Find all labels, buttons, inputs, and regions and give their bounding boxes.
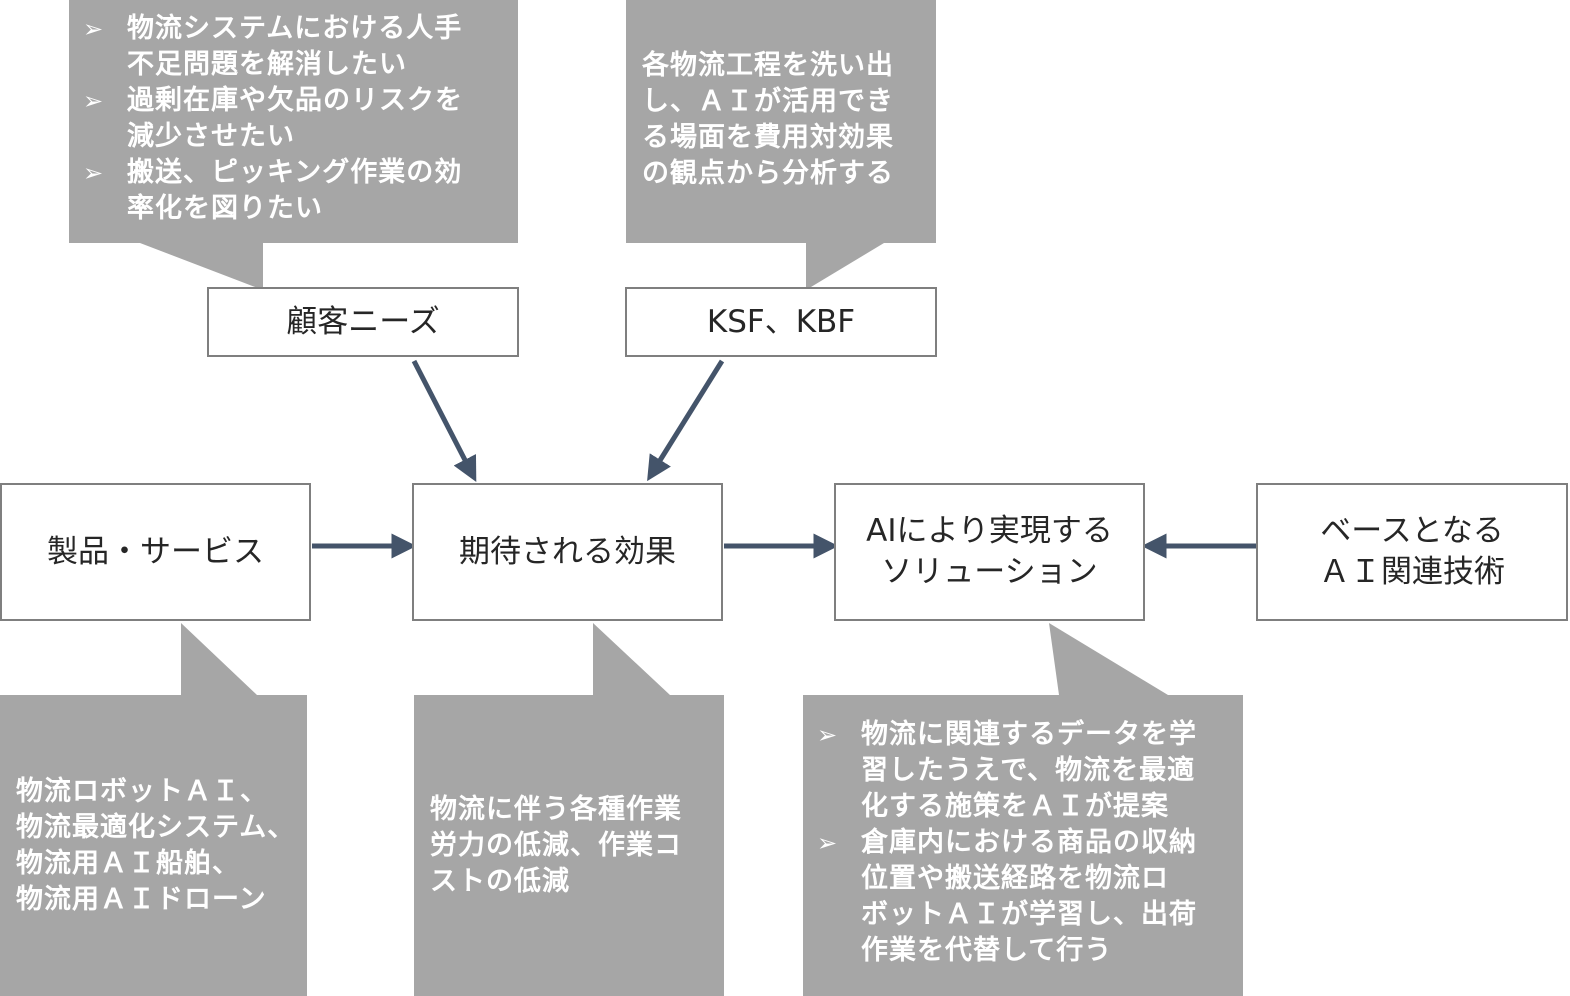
bullet-item: ➢ 搬送、ピッキング作業の効 率化を図りたい: [69, 155, 518, 227]
bullet-item: ➢ 過剰在庫や欠品のリスクを 減少させたい: [69, 83, 518, 155]
callout-shape-expected-effect: [414, 623, 724, 996]
callout-product-service: 物流ロボットＡＩ、 物流最適化システム、 物流用ＡＩ船舶、 物流用ＡＩドローン: [16, 695, 307, 996]
bullet-list: ➢ 物流に関連するデータを学 習したうえで、物流を最適 化する施策をＡＩが提案 …: [803, 717, 1243, 969]
node-customer-needs: 顧客ニーズ: [207, 287, 519, 357]
callout-line: 物流用ＡＩ船舶、: [16, 847, 240, 879]
callout-shape-customer-needs: [69, 0, 518, 290]
callout-expected-effect: 物流に伴う各種作業 労力の低減、作業コ ストの低減: [430, 695, 724, 996]
node-label-line: ベースとなる: [1320, 513, 1504, 549]
callout-shape-ksf-kbf: [626, 0, 936, 290]
node-label: KSF、KBF: [706, 303, 856, 340]
bullet-line: 過剰在庫や欠品のリスクを: [127, 85, 463, 116]
callout-line: 労力の低減、作業コ: [430, 829, 682, 861]
bullet-line: 物流に関連するデータを学: [861, 719, 1197, 750]
bullet-line: ボットＡＩが学習し、出荷: [861, 899, 1197, 930]
bullet-line: 搬送、ピッキング作業の効: [127, 157, 463, 188]
callout-ksf-kbf: 各物流工程を洗い出 し、ＡＩが活用でき る場面を費用対効果 の観点から分析する: [642, 48, 936, 192]
node-ksf-kbf: KSF、KBF: [625, 287, 937, 357]
node-ai-solution: AIにより実現する ソリューション: [834, 483, 1145, 621]
arrowhead-bullet-icon: ➢: [83, 15, 105, 43]
callout-shape-product-service: [0, 623, 307, 996]
bullet-item: ➢ 物流に関連するデータを学 習したうえで、物流を最適 化する施策をＡＩが提案: [803, 717, 1243, 825]
callout-line: し、ＡＩが活用でき: [642, 86, 894, 117]
bullet-line: 作業を代替して行う: [861, 935, 1113, 966]
node-label: 顧客ニーズ: [286, 303, 440, 340]
node-expected-effect: 期待される効果: [412, 483, 723, 621]
arrowhead-bullet-icon: ➢: [817, 829, 839, 857]
callout-line: 物流に伴う各種作業: [430, 793, 682, 825]
callout-line: る場面を費用対効果: [642, 122, 894, 153]
callout-line: 物流用ＡＩドローン: [16, 883, 267, 915]
callout-ai-solution: ➢ 物流に関連するデータを学 習したうえで、物流を最適 化する施策をＡＩが提案 …: [803, 717, 1243, 969]
bullet-line: 物流システムにおける人手: [127, 13, 463, 44]
node-label-line: ソリューション: [881, 554, 1098, 590]
bullet-item: ➢ 倉庫内における商品の収納 位置や搬送経路を物流ロ ボットＡＩが学習し、出荷 …: [803, 825, 1243, 969]
bullet-line: 不足問題を解消したい: [127, 49, 407, 80]
callout-line: 物流最適化システム、: [16, 811, 296, 843]
bullet-line: 減少させたい: [127, 121, 295, 152]
bullet-line: 習したうえで、物流を最適: [861, 755, 1196, 786]
arrowhead-bullet-icon: ➢: [817, 721, 839, 749]
arrowhead-bullet-icon: ➢: [83, 159, 105, 187]
node-label-line: AIにより実現する: [866, 513, 1113, 549]
callout-line: ストの低減: [430, 865, 570, 897]
node-product-service: 製品・サービス: [0, 483, 311, 621]
callout-line: 各物流工程を洗い出: [642, 50, 894, 81]
callout-customer-needs: ➢ 物流システムにおける人手 不足問題を解消したい ➢ 過剰在庫や欠品のリスクを…: [69, 11, 518, 227]
callout-line: 物流ロボットＡＩ、: [16, 775, 268, 807]
node-label: 期待される効果: [459, 533, 676, 570]
node-base-ai-tech: ベースとなる ＡＩ関連技術: [1256, 483, 1568, 621]
bullet-line: 倉庫内における商品の収納: [861, 827, 1197, 858]
bullet-line: 位置や搬送経路を物流ロ: [861, 863, 1169, 894]
node-label-line: ＡＩ関連技術: [1319, 554, 1505, 590]
arrow-needs-to-effect: [411, 359, 477, 483]
arrowhead-bullet-icon: ➢: [83, 87, 105, 115]
node-label: 製品・サービス: [47, 533, 264, 570]
bullet-line: 化する施策をＡＩが提案: [861, 791, 1169, 822]
bullet-list: ➢ 物流システムにおける人手 不足問題を解消したい ➢ 過剰在庫や欠品のリスクを…: [69, 11, 518, 227]
arrow-ksf-to-effect: [647, 359, 725, 482]
bullet-item: ➢ 物流システムにおける人手 不足問題を解消したい: [69, 11, 518, 83]
bullet-line: 率化を図りたい: [127, 193, 323, 224]
callout-shape-ai-solution: [803, 623, 1243, 996]
callout-line: の観点から分析する: [642, 158, 894, 189]
